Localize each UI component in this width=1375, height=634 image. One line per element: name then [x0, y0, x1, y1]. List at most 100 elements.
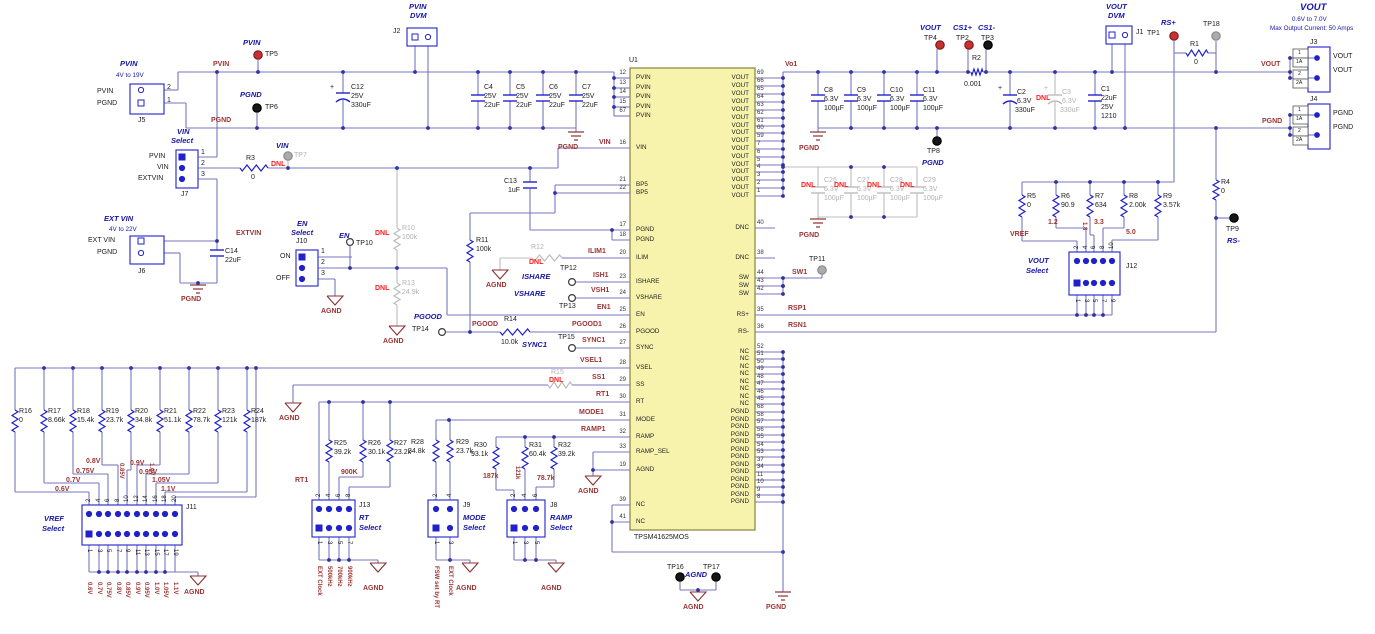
label-121k: 121k: [222, 417, 238, 424]
chip-pin-pname: RT: [636, 398, 645, 405]
chip-pin-pnum: 22: [619, 185, 626, 191]
label-r22: R22: [193, 408, 206, 415]
label-c5: C5: [516, 84, 525, 91]
label-11: 11: [134, 549, 140, 556]
connector-pin: [178, 175, 186, 183]
label-1.2: 1.2: [1048, 219, 1058, 226]
label-agnd: AGND: [456, 585, 477, 592]
label-8: 8: [115, 498, 121, 502]
label-5.0: 5.0: [1126, 229, 1136, 236]
connector-pin: [345, 505, 353, 513]
label-121k: 121k: [514, 466, 520, 480]
label-r7: R7: [1095, 193, 1104, 200]
chip-pin-pnum: 46: [757, 389, 764, 395]
label-vin: VIN: [157, 164, 169, 171]
label-r9: R9: [1163, 193, 1172, 200]
label-pgood: PGOOD: [472, 321, 499, 328]
label-6: 6: [105, 498, 111, 502]
label-6.3v: 6.3V: [923, 96, 938, 103]
label-13: 13: [143, 549, 149, 556]
chip-pin-pname: VOUT: [731, 192, 750, 199]
label-vin: VIN: [599, 139, 611, 146]
chip-pin-pnum: 51: [757, 351, 764, 357]
connector-box: [406, 27, 438, 47]
label-0.75v: 0.75V: [76, 468, 95, 475]
junction-dot: [71, 366, 75, 370]
label-10.0k: 10.0k: [501, 339, 519, 346]
label-pgood1: PGOOD1: [572, 321, 602, 328]
chip-pin-pname: PGND: [730, 431, 749, 438]
connector-pin: [137, 249, 145, 257]
junction-dot: [1084, 313, 1088, 317]
label-agnd: AGND: [486, 282, 507, 289]
chip-pin-pnum: 38: [757, 250, 764, 256]
connector-pin: [532, 505, 540, 513]
connector-pin: [1073, 257, 1081, 265]
junction-dot: [882, 215, 886, 219]
label-90.9: 90.9: [1061, 202, 1075, 209]
junction-dot: [388, 400, 392, 404]
junction-dot: [781, 350, 785, 354]
label-dnl: DNL: [867, 182, 882, 189]
junction-dot: [781, 357, 785, 361]
connector-pin: [1121, 31, 1129, 39]
chip-pin-pnum: 66: [757, 78, 764, 84]
test-point: [346, 238, 355, 247]
connector-pin: [325, 524, 333, 532]
label-tp16: TP16: [667, 564, 684, 571]
label-dnl: DNL: [375, 230, 390, 237]
label-tp3: TP3: [981, 35, 994, 42]
chip-pin-pname: RAMP_SEL: [636, 448, 670, 455]
label-pvin: PVIN: [409, 2, 427, 11]
label-dnl: DNL: [834, 182, 849, 189]
chip-pin-pnum: 57: [757, 419, 764, 425]
label-select: Select: [463, 523, 486, 532]
junction-dot: [781, 178, 785, 182]
connector-pin: [142, 510, 150, 518]
chip-pin-pnum: 1: [757, 188, 761, 194]
junction-dot: [781, 485, 785, 489]
label-pgnd: PGND: [97, 100, 118, 107]
label-1: 1: [433, 541, 439, 545]
connector-pin: [161, 530, 169, 538]
connector-pin: [298, 275, 306, 283]
chip-pin-pname: SW: [738, 282, 749, 289]
label-pgnd: PGND: [799, 232, 820, 239]
label-51.1k: 51.1k: [164, 417, 182, 424]
junction-dot: [553, 191, 557, 195]
connector-pin: [1082, 257, 1090, 265]
chip-pin-pname: RAMP: [636, 433, 655, 440]
chip-pin-pname: PGND: [730, 491, 749, 498]
label-500khz: 500kHz: [326, 566, 332, 587]
label-0.95v: 0.95V: [143, 582, 149, 598]
connector-pin: [114, 510, 122, 518]
chip-pin-pnum: 26: [619, 324, 626, 330]
connector-pin: [521, 505, 529, 513]
label-0.95v: 0.95V: [139, 469, 158, 476]
chip-pin-pnum: 61: [757, 118, 764, 124]
junction-dot: [347, 558, 351, 562]
label-6.3v: 6.3V: [1017, 98, 1032, 105]
chip-pin-pnum: 33: [619, 444, 626, 450]
label-39.2k: 39.2k: [558, 451, 576, 458]
label-93.1k: 93.1k: [471, 451, 489, 458]
label-1: 1: [321, 248, 325, 255]
chip-pin-pname: DNC: [735, 254, 749, 261]
connector-pin: [133, 510, 141, 518]
label-2: 2: [1298, 71, 1301, 77]
junction-dot: [158, 366, 162, 370]
label-1: 1: [316, 541, 322, 545]
label-j12: J12: [1126, 263, 1138, 270]
resistor: [10, 409, 20, 433]
chip-pin-pname: DNC: [735, 224, 749, 231]
junction-dot: [781, 478, 785, 482]
label-vo1: Vo1: [785, 61, 798, 68]
label-tp18: TP18: [1203, 21, 1220, 28]
resistor: [547, 380, 573, 390]
label-2: 2: [86, 498, 92, 502]
label-25v: 25V: [582, 93, 595, 100]
junction-dot: [781, 76, 785, 80]
label-r1: R1: [1190, 41, 1199, 48]
label-pvin: PVIN: [213, 61, 230, 68]
label-2: 2: [321, 259, 325, 266]
